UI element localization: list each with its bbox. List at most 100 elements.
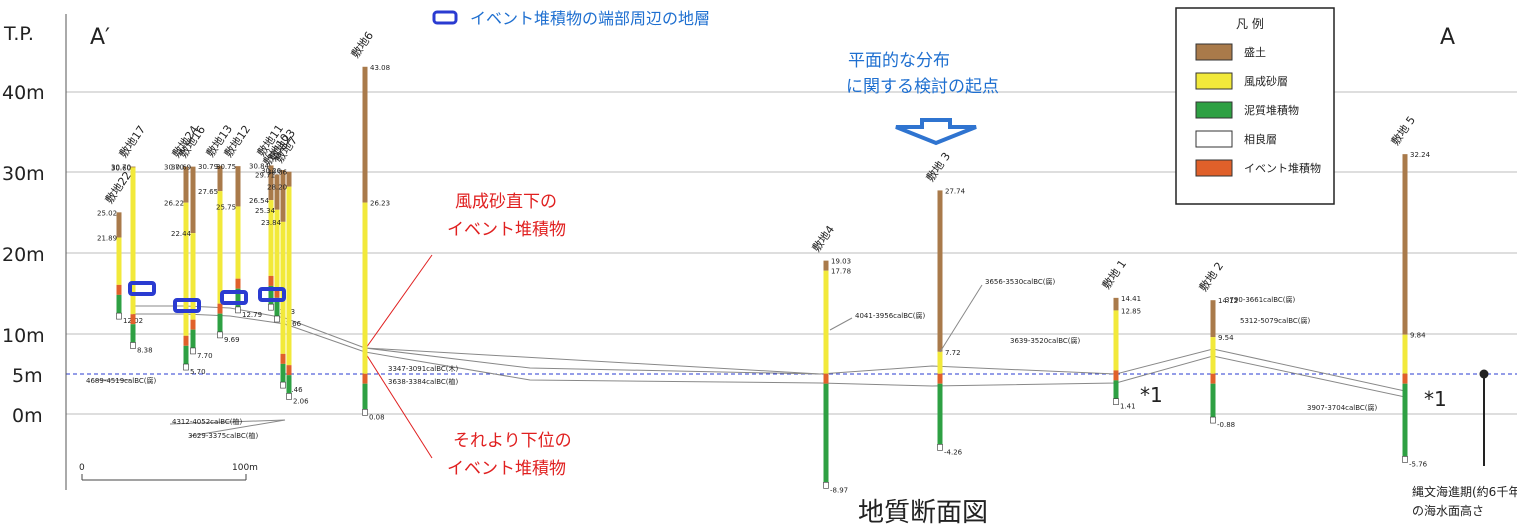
layer-fill [286,171,292,187]
layer-sagara [823,481,829,489]
layer-fill [190,166,196,234]
elev-mid: 25.34 [255,207,276,215]
layer-fill [130,166,136,168]
red-note-lower-1: それより下位の [453,431,572,451]
layer-fill [280,170,286,222]
date-label: 3907-3704calBC(腐) [1307,403,1378,412]
elev-top: 27.74 [945,187,966,195]
elev-mid: 9.84 [1410,332,1426,340]
scale-label: 100m [232,463,258,473]
layer-event-deposit [1402,373,1408,384]
layer-event-deposit [116,284,122,295]
layer-sagara [274,315,280,323]
layer-aeolian-sand [235,206,241,279]
elev-top: 30.06 [267,169,288,177]
red-note-upper-2: イベント堆積物 [447,220,566,240]
layer-aeolian-sand [937,351,943,374]
scale-bar [81,474,247,481]
layer-fill [1210,300,1216,338]
layer-sagara [116,312,122,320]
legend-swatch [1195,101,1233,119]
y-tick-10: 10m [2,325,45,347]
layer-mud [1402,383,1408,457]
footnote-mark-2: *1 [1424,387,1447,411]
date-label: 5312-5079calBC(腐) [1240,316,1311,325]
layer-aeolian-sand [362,202,368,374]
layer-event-deposit [268,275,274,286]
elev-bottom: 3.46 [287,386,303,394]
scale-zero: 0 [79,463,85,473]
layer-event-deposit [274,287,280,298]
layer-aeolian-sand [1402,334,1408,374]
borehole-name: 敷地 3 [923,149,953,184]
legend-label: 泥質堆積物 [1244,103,1299,117]
date-labels: 4689-4519calBC(腐) 4312-4052calBC(植) 3629… [86,277,1378,440]
legend-swatch [1195,159,1233,177]
layer-fill [217,165,223,192]
layer-aeolian-sand [286,186,292,366]
elev-mid: 22.44 [171,230,192,238]
layer-event-deposit [130,314,136,325]
layer-aeolian-sand [1210,337,1216,374]
event-edge-markers [128,281,286,313]
elev-top: 30.26 [261,167,282,175]
elev-top: 19.03 [831,258,851,266]
borehole-name: 敷地 2 [1196,259,1226,294]
layer-mud [823,383,829,483]
elev-top: 30.79 [198,163,218,171]
layer-event-deposit [183,335,189,346]
date-label: 4041-3956calBC(腐) [855,311,926,320]
layer-event-deposit [823,373,829,384]
borehole-name: 敷地22 [102,169,134,207]
elev-bottom: 9.69 [224,336,240,344]
layer-fill [268,165,274,201]
layer-event-deposit [362,373,368,384]
y-tick-40: 40m [2,82,45,104]
date-label: 3347-3091calBC(木) [388,364,459,373]
red-pointer-lower [365,353,433,459]
layer-sagara [268,303,274,311]
elev-bottom: -4.26 [944,448,963,456]
layer-event-deposit [190,319,196,330]
elev-mid: 26.54 [249,197,270,205]
y-tick-5: 5m [12,365,43,387]
date-label: 3638-3384calBC(植) [388,377,459,386]
layer-fill [274,174,280,210]
date-label: 4312-4052calBC(植) [172,417,243,426]
elev-bottom: 5.70 [190,368,206,376]
red-note-lower-2: イベント堆積物 [447,459,566,479]
layer-sagara [1113,398,1119,405]
date-label: 3656-3530calBC(腐) [985,277,1056,286]
date-label: 3629-3375calBC(植) [188,431,259,440]
layer-aeolian-sand [823,270,829,374]
borehole-name: 敷地17 [116,123,148,161]
layer-sagara [1402,456,1408,463]
layer-mud [286,375,292,394]
borehole-name: 敷地 5 [1388,113,1418,148]
layer-sagara [217,331,223,339]
elev-top: 30.70 [164,164,184,172]
layer-mud [116,294,122,314]
borehole-name: 敷地 1 [1099,257,1129,292]
layer-sagara [183,363,189,371]
legend-swatch [1195,72,1233,90]
elev-bottom: -8.97 [830,486,848,494]
layer-event-deposit [1113,370,1119,381]
legend-title: 凡 例 [1236,17,1264,31]
layer-sagara [235,306,241,314]
axis-unit-label: T.P. [3,23,34,45]
sea-level-note-1: 縄文海進期(約6千年前) [1412,484,1517,499]
layer-mud [1113,380,1119,399]
layer-sagara [280,381,286,389]
layer-fill [116,212,122,238]
layer-event-deposit [217,303,223,314]
